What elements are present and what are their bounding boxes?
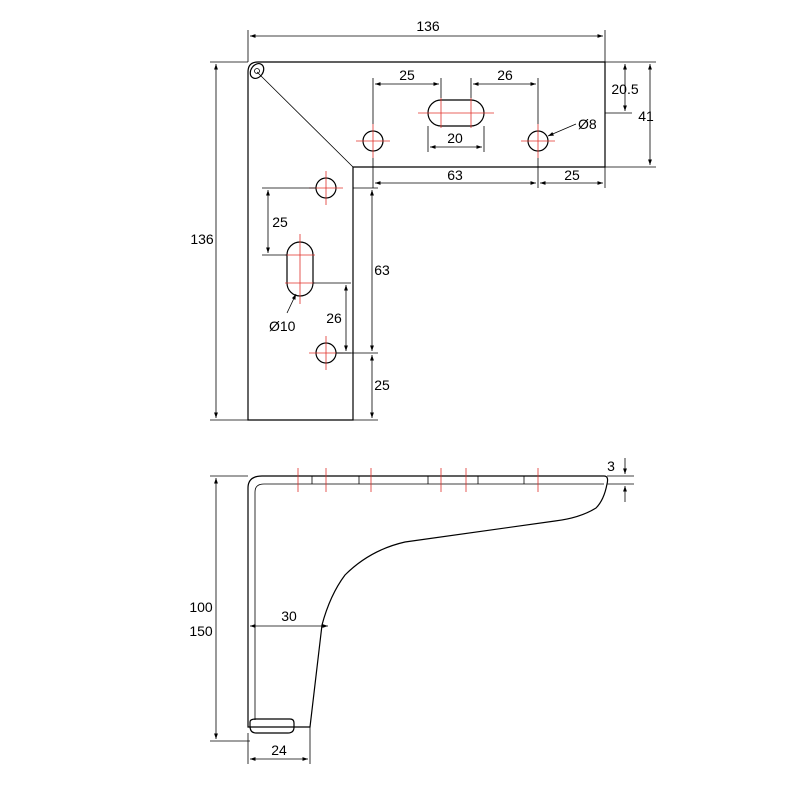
dim-vertical-hole-spacing-top: 25	[272, 214, 288, 230]
corner-rivet	[249, 62, 265, 80]
dim-vertical-hole-spacing-bottom: 26	[326, 310, 342, 326]
leader-line	[547, 123, 577, 137]
dim-slot-diameter: Ø10	[269, 318, 296, 334]
dim-height-option-b: 150	[189, 623, 213, 639]
flange-hole-marks	[297, 468, 539, 492]
dim-plate-thickness: 3	[607, 458, 615, 474]
dim-hole-spacing-left: 25	[399, 67, 415, 83]
bracket-outline	[247, 61, 606, 421]
side-profile-outer	[247, 475, 609, 728]
dim-vertical-hole-offset: 63	[374, 262, 390, 278]
dim-edge-to-hole: 20.5	[611, 81, 638, 97]
side-profile-inner	[254, 483, 604, 720]
dim-vertical-hole-edge: 25	[374, 377, 390, 393]
corner-rivet-inner	[254, 68, 260, 74]
dim-hole-offset-horizontal: 63	[447, 167, 463, 183]
side-view: 3 100 150 30 24	[189, 458, 634, 764]
dim-hole-edge-horizontal: 25	[564, 167, 580, 183]
leader-line	[286, 293, 297, 314]
dim-foot-width: 24	[271, 742, 287, 758]
top-view: 136 136 25 26 20 Ø8 20.5 41	[190, 18, 656, 421]
foot	[249, 718, 295, 734]
dim-overall-height: 136	[190, 231, 214, 247]
dim-hole-diameter: Ø8	[578, 116, 597, 132]
dim-hole-spacing-right: 26	[497, 67, 513, 83]
dim-slot-length: 20	[447, 130, 463, 146]
dim-arm-width: 41	[638, 108, 654, 124]
bend-line	[256, 71, 354, 168]
dim-height-option-a: 100	[189, 599, 213, 615]
dim-overall-width: 136	[416, 18, 440, 34]
dim-leg-width: 30	[281, 608, 297, 624]
